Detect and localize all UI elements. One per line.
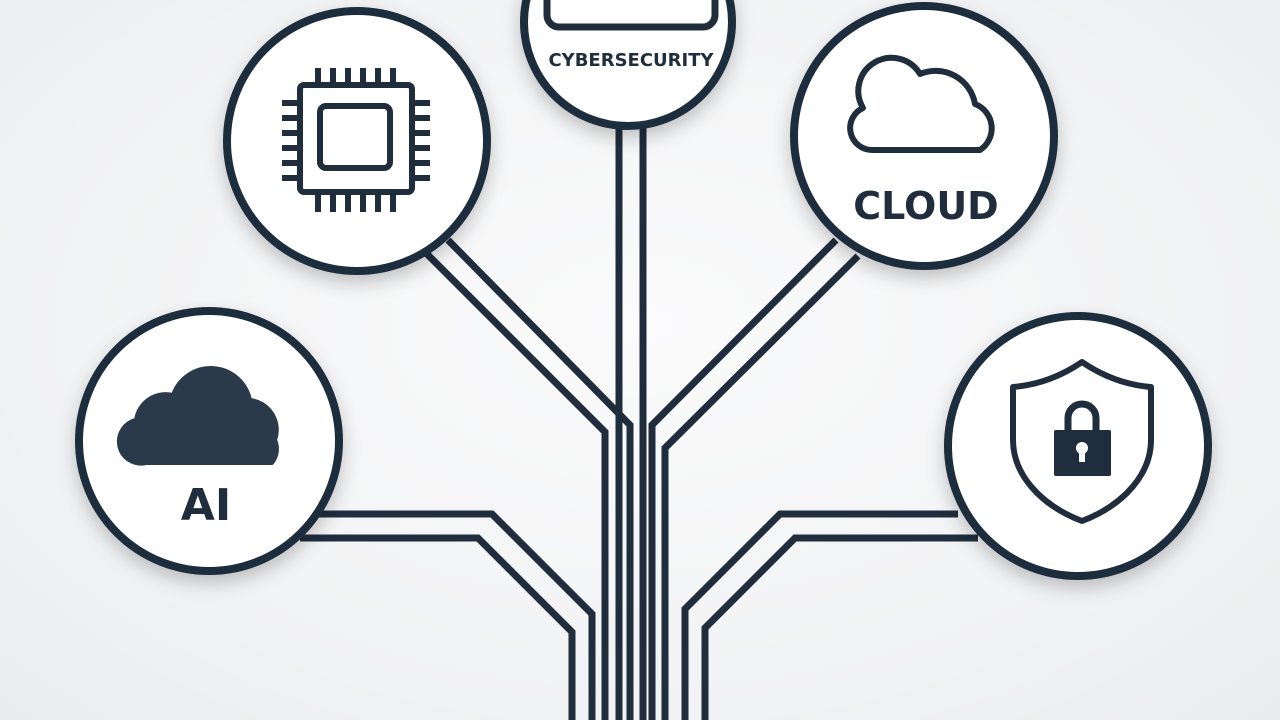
node-chip-circle: [223, 7, 491, 275]
trace-ai-a: [318, 510, 596, 720]
node-cybersecurity-label: CYBERSECURITY: [548, 50, 714, 71]
trace-security-a: [681, 510, 958, 720]
trace-chip-a: [422, 249, 609, 720]
cloud-outline-icon: [847, 54, 995, 153]
trace-security-b: [701, 534, 978, 720]
node-cybersecurity-circle: [520, 0, 736, 130]
trace-chip-b: [445, 237, 634, 720]
connector-lines: [300, 125, 978, 720]
cloud-filled-icon: [116, 366, 279, 466]
shield-lock-icon: [1010, 359, 1154, 524]
node-cloud-label: CLOUD: [853, 184, 998, 228]
node-security: [944, 312, 1212, 580]
device-icon: [543, 0, 719, 31]
node-cloud-circle: [790, 2, 1058, 270]
trace-ai-b: [300, 534, 576, 720]
chip-icon: [282, 68, 430, 212]
trace-cloud-a: [648, 237, 839, 720]
node-chip: [223, 7, 491, 275]
node-ai-label: AI: [181, 480, 231, 531]
node-ai: AI: [75, 307, 343, 575]
trace-cloud-b: [661, 253, 861, 720]
node-cybersecurity: CYBERSECURITY: [520, 0, 736, 130]
node-cloud: CLOUD: [790, 2, 1058, 270]
